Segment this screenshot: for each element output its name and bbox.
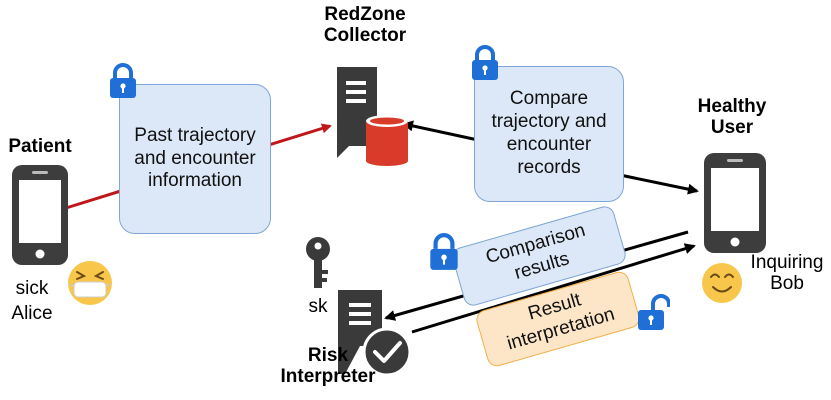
compare-box: Compare trajectory and encounter records (474, 66, 624, 202)
collector-title-line2: Collector (323, 25, 407, 47)
unlocked-lock-icon (638, 294, 670, 330)
interpreter-title: Risk Interpreter (268, 345, 388, 388)
user-name: Inquiring Bob (742, 252, 831, 295)
user-name-line1: Inquiring (750, 252, 824, 273)
lock-icon (472, 45, 498, 80)
collector-title-line1: RedZone (324, 4, 406, 25)
interpreter-server-icon (338, 290, 382, 374)
lock-icon (430, 233, 458, 270)
database-icon (366, 115, 408, 166)
past-info-box: Past trajectory and encounter informatio… (119, 84, 271, 234)
patient-name-line1: sick (15, 278, 49, 299)
lock-icon (110, 63, 136, 98)
interpreter-title-line2: Interpreter (280, 366, 376, 388)
healthy-user-title: Healthy User (682, 96, 782, 139)
patient-phone-icon (12, 165, 68, 265)
patient-title: Patient (8, 136, 72, 157)
compare-line1: Compare (509, 88, 589, 110)
past-info-line3: information (148, 170, 242, 192)
compare-line3: encounter (506, 134, 592, 155)
arrow-user-to-collector (402, 120, 479, 142)
past-info-line2: and encounter (134, 147, 256, 169)
compare-line2: trajectory and (491, 111, 607, 133)
compare-line4: records (517, 156, 581, 178)
patient-name-line2: Alice (11, 303, 53, 325)
user-name-line2: Bob (770, 273, 804, 295)
patient-name: sick Alice (8, 278, 56, 325)
user-phone-icon (704, 153, 766, 253)
arrow-collector-to-user (619, 173, 699, 195)
interpreter-title-line1: Risk (307, 345, 349, 366)
key-icon (306, 237, 330, 288)
secret-key-label: sk (308, 296, 328, 317)
smiling-face-icon (702, 263, 742, 303)
past-info-line1: Past trajectory (134, 124, 256, 146)
sick-face-icon (67, 261, 113, 305)
check-icon (362, 327, 412, 377)
healthy-user-title-line2: User (710, 117, 754, 139)
collector-title: RedZone Collector (300, 4, 430, 47)
healthy-user-title-line1: Healthy (697, 96, 767, 117)
